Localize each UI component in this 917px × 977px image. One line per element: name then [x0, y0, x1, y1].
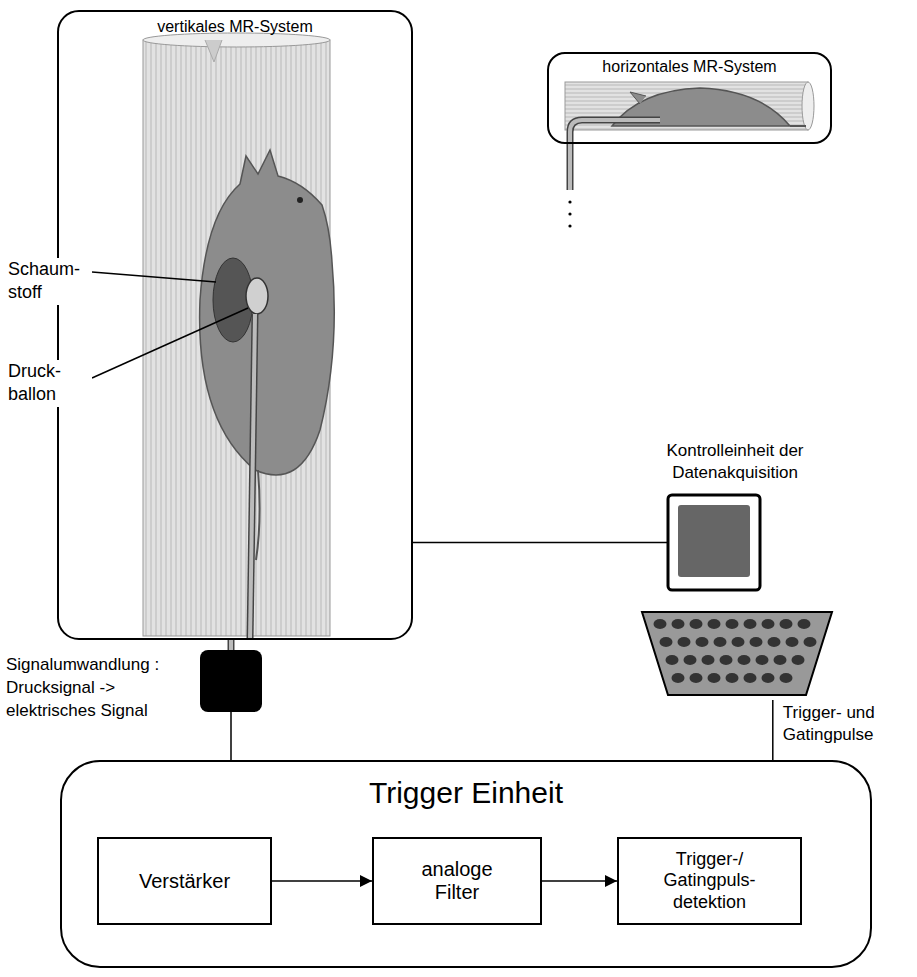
mouse-vertical: [200, 150, 335, 640]
part-label: Schaum- stoff: [8, 258, 92, 305]
converter-label: Signalumwandlung : Drucksignal -> elektr…: [6, 654, 192, 723]
trigger-unit-title: Trigger Einheit: [62, 762, 870, 810]
computer-icon: [642, 495, 832, 695]
leader-line: [92, 272, 216, 282]
connector-line: [413, 542, 668, 544]
process-box: Trigger-/ Gatingpuls- detektion: [617, 837, 802, 925]
horizontal-bore: [565, 82, 814, 228]
system-title: vertikales MR-System: [59, 12, 411, 36]
flow-arrow: [272, 880, 372, 882]
process-label: Trigger-/ Gatingpuls- detektion: [629, 849, 790, 914]
flow-arrow: [542, 880, 617, 882]
system-title: horizontales MR-System: [549, 54, 830, 76]
converter-box: Signalumwandlung : Drucksignal -> elektr…: [200, 650, 262, 712]
part-label: Druck- ballon: [8, 360, 92, 407]
control-unit: Kontrolleinheit der Datenakquisition: [630, 440, 840, 700]
connector-line: [772, 700, 774, 760]
process-box: Verstärker: [97, 837, 272, 925]
control-unit-label: Kontrolleinheit der Datenakquisition: [630, 440, 840, 484]
trigger-unit-box: Trigger EinheitVerstärker analoge Filter T…: [60, 760, 872, 968]
process-box: analoge Filter: [372, 837, 542, 925]
leader-line: [92, 308, 248, 378]
pressure-tube-outline: [228, 640, 235, 650]
edge-label: Trigger- und Gatingpulse: [783, 702, 903, 746]
connector-line: [230, 712, 232, 760]
system-box: vertikales MR-System: [57, 10, 413, 640]
process-label: analoge Filter: [410, 858, 505, 904]
system-box: horizontales MR-System: [547, 52, 832, 144]
pressure-tube: [229, 640, 233, 650]
process-label: Verstärker: [139, 870, 230, 893]
